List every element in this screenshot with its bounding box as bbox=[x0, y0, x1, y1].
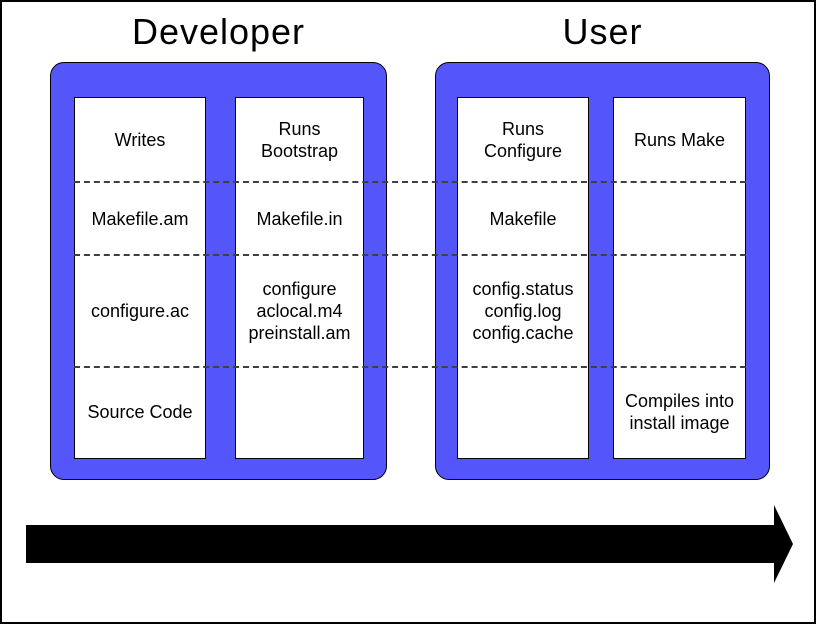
stage-divider-line-3 bbox=[74, 366, 746, 368]
cell-makefile-am: Makefile.am bbox=[91, 208, 189, 229]
cell-empty bbox=[236, 367, 363, 458]
cell-empty bbox=[614, 183, 745, 256]
cell-config-outputs: config.status config.log config.cache bbox=[472, 278, 574, 343]
stage-divider-line-2 bbox=[74, 254, 746, 256]
cell-configure-ac: configure.ac bbox=[90, 300, 190, 321]
user-make-column: Runs Make Compiles into install image bbox=[613, 97, 746, 459]
cell-makefile: Makefile bbox=[489, 208, 557, 229]
cell-empty bbox=[614, 255, 745, 366]
cell-empty bbox=[458, 367, 588, 458]
user-configure-column: Runs Configure Makefile config.status co… bbox=[457, 97, 589, 459]
cell-configure-aclocal-preinstall: configure aclocal.m4 preinstall.am bbox=[248, 278, 351, 343]
cell-source-code: Source Code bbox=[87, 402, 193, 423]
developer-title: Developer bbox=[131, 11, 306, 52]
cell-writes: Writes bbox=[114, 130, 166, 151]
cell-runs-bootstrap: Runs Bootstrap bbox=[260, 119, 339, 162]
cell-runs-make: Runs Make bbox=[633, 130, 726, 151]
user-title: User bbox=[562, 11, 643, 52]
developer-writes-column: Writes Makefile.am configure.ac Source C… bbox=[74, 97, 206, 459]
cell-runs-configure: Runs Configure bbox=[483, 119, 563, 162]
workflow-direction-arrow-icon bbox=[26, 505, 793, 583]
arrow-right-icon bbox=[26, 505, 793, 583]
developer-bootstrap-column: Runs Bootstrap Makefile.in configure acl… bbox=[235, 97, 364, 459]
cell-compiles-into-install-image: Compiles into install image bbox=[624, 391, 735, 434]
cell-makefile-in: Makefile.in bbox=[256, 208, 343, 229]
stage-divider-line-1 bbox=[74, 181, 746, 183]
